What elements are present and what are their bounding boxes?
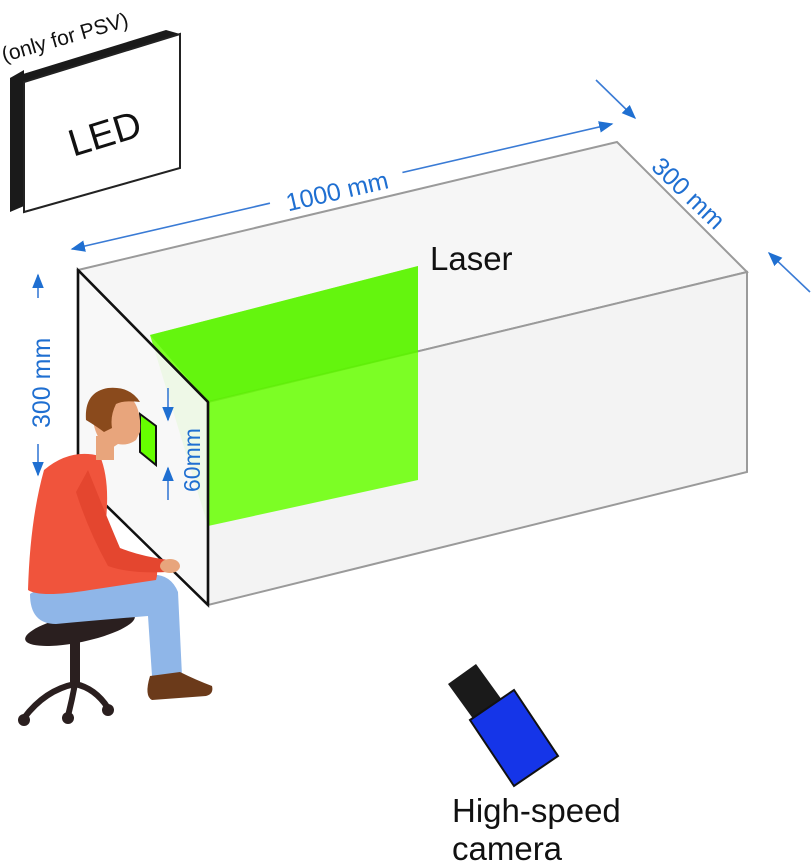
viewing-window <box>139 412 157 468</box>
dimension-window: 60mm <box>162 388 205 500</box>
stool-wheel <box>18 714 30 726</box>
stool-leg-middle <box>65 683 78 717</box>
stool-wheel <box>62 712 74 724</box>
observer-person <box>18 387 213 726</box>
dimension-height: 300 mm <box>28 273 56 477</box>
person-hair <box>85 387 140 432</box>
length-label-bg <box>266 157 406 217</box>
height-label: 300 mm <box>28 338 56 428</box>
tank-edge-top-front <box>77 269 209 403</box>
stool-wheel <box>102 704 114 716</box>
stool <box>18 610 135 726</box>
camera-label-line2: camera <box>452 830 563 864</box>
camera-lens <box>448 664 502 720</box>
laser-label: Laser <box>430 240 513 277</box>
laser-sheet-upper <box>150 266 418 402</box>
led-panel-side <box>10 70 24 212</box>
person-pants <box>30 574 182 676</box>
person-arm <box>76 470 168 573</box>
led-panel: LED (only for PSV) <box>0 9 181 214</box>
person-shoe <box>147 672 213 700</box>
window-label: 60mm <box>179 428 205 492</box>
depth-arrow-bottom <box>767 252 811 293</box>
stool-leg-left <box>21 681 76 720</box>
depth-arrow-top <box>595 79 637 120</box>
person-hand <box>160 559 180 573</box>
camera-label-line1: High-speed <box>452 792 621 829</box>
stool-leg-right <box>74 681 111 710</box>
stool-post <box>70 636 80 684</box>
high-speed-camera: High-speed camera <box>448 664 621 864</box>
led-panel-top-edge <box>10 30 180 82</box>
camera-body <box>468 688 560 788</box>
test-tank <box>76 140 749 608</box>
